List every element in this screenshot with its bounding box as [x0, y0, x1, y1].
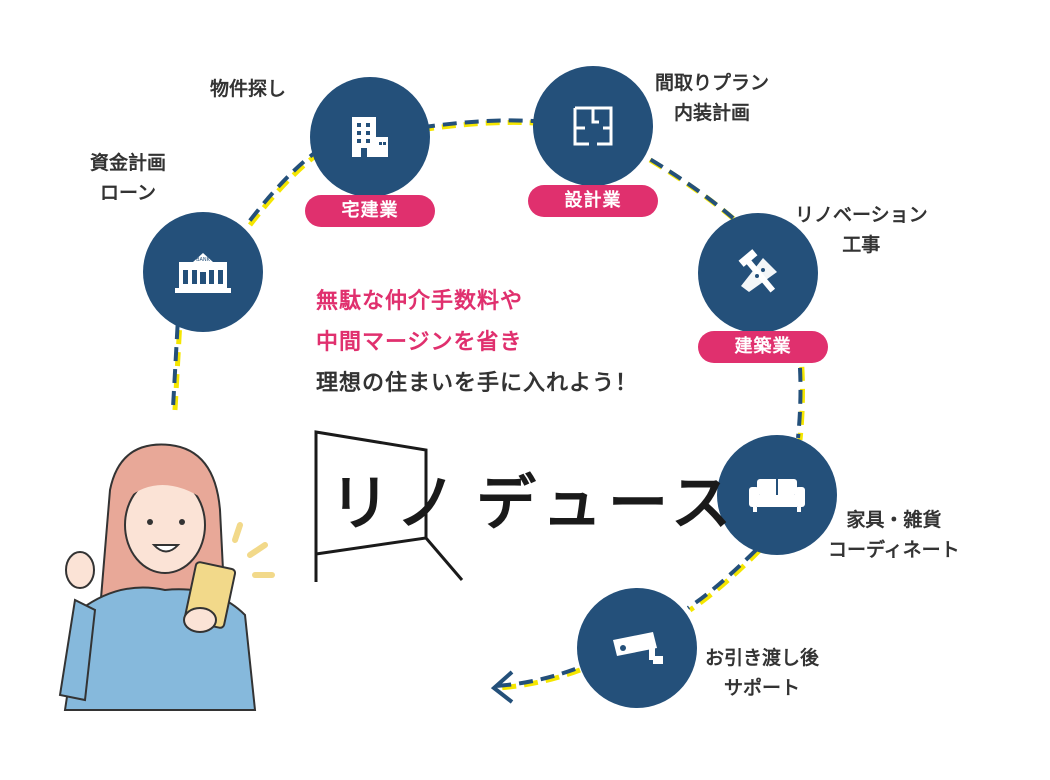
step-circle-design — [533, 66, 653, 186]
step-circle-support — [577, 588, 697, 708]
step-label-design: 間取りプラン内装計画 — [655, 72, 770, 124]
bank-icon: BANK — [175, 253, 231, 293]
step-circle-search — [310, 77, 430, 197]
step-circle-furniture — [717, 435, 837, 555]
step-label-renovation: リノベーション工事 — [795, 204, 928, 256]
camera-icon — [613, 632, 663, 664]
sofa-icon — [749, 479, 805, 512]
message-line-2: 中間マージンを省き — [316, 330, 523, 355]
badge-construction: 建築業 — [698, 331, 828, 363]
floor-plan-icon — [573, 106, 613, 146]
badge-design: 設計業 — [528, 185, 658, 217]
step-circle-loan: BANK — [143, 212, 263, 332]
arrow-head-icon — [490, 670, 514, 704]
logo-frame — [314, 430, 464, 582]
step-label-search: 物件探し — [210, 78, 287, 100]
building-icon — [352, 117, 388, 157]
badge-real-estate: 宅建業 — [305, 195, 435, 227]
svg-text:BANK: BANK — [196, 257, 211, 263]
woman-illustration — [58, 443, 275, 711]
step-circle-renovation — [698, 213, 818, 333]
message-line-3: 理想の住まいを手に入れよう！ — [316, 371, 639, 396]
step-label-loan: 資金計画ローン — [90, 152, 167, 204]
step-label-furniture: 家具・雑貨コーディネート — [828, 509, 960, 561]
step-label-support: お引き渡し後サポート — [705, 647, 820, 699]
tools-icon — [738, 249, 777, 293]
message-line-1: 無駄な仲介手数料や — [316, 289, 524, 314]
logo: リノデュース — [330, 469, 737, 539]
